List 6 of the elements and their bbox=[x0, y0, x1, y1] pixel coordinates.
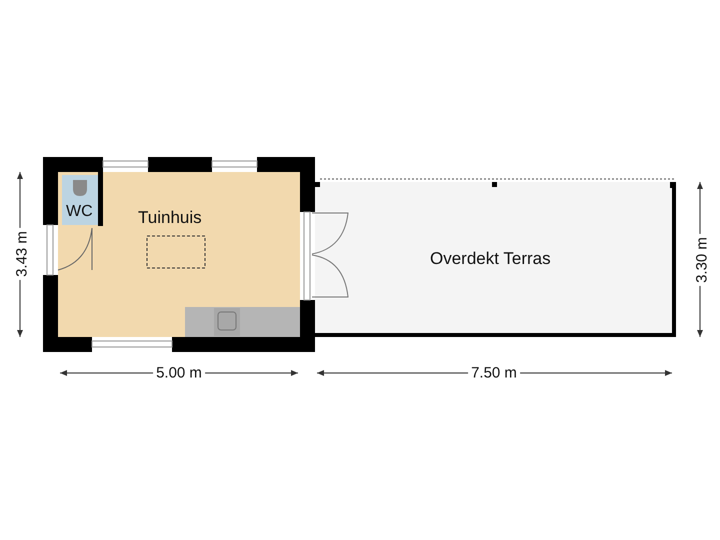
toilet-floor bbox=[62, 175, 98, 225]
room-floor bbox=[58, 172, 300, 337]
room-label: WC bbox=[66, 203, 93, 221]
room-label: Tuinhuis bbox=[138, 208, 202, 228]
room-label: Overdekt Terras bbox=[430, 249, 551, 269]
terrace-floor bbox=[315, 182, 673, 334]
